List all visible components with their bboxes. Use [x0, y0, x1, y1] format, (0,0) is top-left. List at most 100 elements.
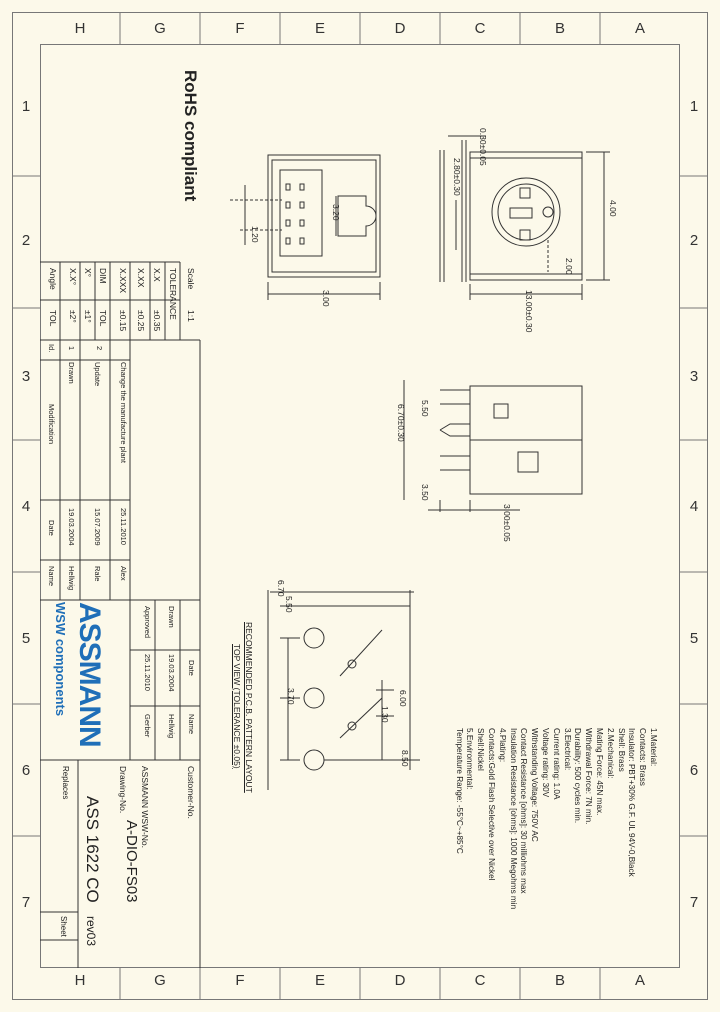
dim-label: 1.30 — [380, 706, 390, 723]
grid-col-bottom: B — [554, 972, 565, 989]
grid-row-left: 6 — [21, 762, 31, 779]
dim-label: 2.00 — [564, 258, 574, 275]
approved-label: Approved — [143, 606, 152, 639]
spec-line: 5.Environmental: — [465, 728, 475, 790]
grid-col-top: B — [554, 20, 565, 37]
tol-val: ±0.15 — [118, 310, 128, 332]
tol-key: X.XXX — [118, 268, 128, 294]
spec-line: Contacts: Brass — [638, 728, 648, 786]
tol-val: TOL — [48, 310, 58, 327]
tol-key: X° — [83, 268, 93, 278]
revision-date: 19.03.2004 — [67, 508, 76, 546]
dim-label: 1.20 — [250, 226, 260, 243]
revision-name: Hellwig — [67, 566, 76, 591]
tolerance-header: TOLERANCE — [168, 268, 178, 320]
revision-id: 1 — [67, 346, 76, 351]
dim-label: 3.00±0.05 — [502, 504, 512, 542]
grid-row-left: 2 — [21, 232, 31, 249]
drawing-no-value: ASS 1622 CO — [83, 796, 102, 903]
grid-row-left: 4 — [21, 498, 31, 515]
replaces-label: Replaces — [61, 766, 70, 800]
title-block-grid — [40, 261, 201, 968]
spec-line: Shell: Brass — [616, 728, 626, 772]
grid-col-top: C — [474, 20, 486, 37]
tol-val: ±1° — [83, 310, 93, 323]
pcb-title: RECOMMENDED P.C.B. PATTERN LAYOUT — [244, 622, 254, 793]
dim-label: 13.00±0.30 — [524, 290, 534, 333]
revision-header-name: Name — [47, 566, 56, 587]
revision-header-id: Id. — [47, 344, 56, 353]
tol-key: DIM — [98, 268, 108, 284]
drawn-label: Drawn — [167, 606, 176, 628]
grid-row-right: 4 — [689, 498, 699, 515]
spec-line: Mating Force: 45N max. — [595, 728, 605, 816]
logo-subtitle: WSW components — [53, 602, 68, 717]
dim-label: 5.50 — [284, 596, 294, 613]
drawing-no-label: Drawing-No. — [118, 766, 128, 814]
wsw-no-value: A-DIO-FS03 — [123, 820, 140, 903]
revision-header-mod: Modification — [47, 404, 56, 445]
drawn-name: Hellwig — [167, 714, 176, 739]
scale-label: Scale — [186, 268, 196, 290]
approval-name-header: Name — [187, 714, 196, 735]
revision-date: 25.11.2010 — [119, 508, 128, 545]
approved-name: Gerber — [143, 714, 152, 738]
revision-value: rev03 — [84, 916, 98, 947]
grid-col-bottom: E — [314, 972, 325, 989]
spec-line: Temperature Range: -55°C~+85°C — [454, 728, 464, 854]
tol-val: ±0.25 — [136, 310, 146, 332]
front-view — [230, 154, 381, 300]
assmann-logo: ASSMANN — [73, 602, 106, 747]
dim-label: 3.70 — [286, 688, 296, 705]
grid-col-top: F — [235, 20, 245, 37]
pcb-layout — [267, 590, 420, 790]
dim-label: 3.00 — [321, 290, 331, 307]
spec-line: Shell:Nickel — [476, 728, 486, 771]
grid-col-bottom: H — [74, 972, 86, 989]
grid-row-right: 6 — [689, 762, 699, 779]
dim-label: 0.30±0.05 — [478, 128, 488, 166]
grid-row-left: 3 — [21, 368, 31, 385]
drawn-date: 19.03.2004 — [167, 654, 176, 692]
wsw-no-label: ASSMANN WSW-No. — [140, 766, 150, 849]
spec-line: Withstanding Voltage: 750V AC — [530, 728, 540, 842]
revision-id: 2 — [95, 346, 104, 351]
tol-val: TOL — [98, 310, 108, 327]
dim-label: 6.70±0.30 — [396, 404, 406, 442]
spec-line: Insulation Resistance [ohms]: 1000 Megoh… — [508, 728, 518, 910]
tol-key: X.XX — [136, 268, 146, 288]
top-plan-view — [439, 135, 610, 300]
tol-key: X.X° — [68, 268, 78, 286]
customer-no-label: Customer-No. — [186, 766, 196, 819]
spec-line: Durability: 500 cycles min. — [573, 728, 583, 824]
spec-line: 2.Mechanical: — [605, 728, 615, 779]
spec-line: 3.Electrical: — [562, 728, 572, 771]
grid-row-right: 2 — [689, 232, 699, 249]
approval-date-header: Date — [187, 660, 196, 676]
dim-label: 4.00 — [608, 200, 618, 217]
revision-mod: Drawn — [67, 362, 76, 384]
spec-line: Contacts:Gold Flash Selective over Nicke… — [487, 728, 497, 881]
spec-line: Insulator: PBT+30% G.F. UL 94V-0,Black — [627, 728, 637, 877]
grid-row-right: 7 — [689, 894, 699, 911]
dim-label: 3.50 — [420, 484, 430, 501]
grid-col-bottom: F — [235, 972, 245, 989]
scale-value: 1:1 — [186, 310, 196, 322]
spec-list: 1.Material: Contacts: Brass Insulator: P… — [453, 728, 658, 909]
grid-col-bottom: A — [634, 972, 645, 989]
grid-row-right: 1 — [689, 98, 699, 115]
dim-label: 6.00 — [398, 690, 408, 707]
grid-row-left: 1 — [21, 98, 31, 115]
dim-label: 6.70 — [276, 580, 286, 597]
revision-date: 15.07.2009 — [93, 508, 102, 546]
dim-label: 2.80±0.30 — [452, 158, 462, 196]
dim-label: 5.50 — [420, 400, 430, 417]
grid-col-bottom: D — [394, 972, 406, 989]
grid-col-top: A — [634, 20, 645, 37]
revision-mod: Change the manufacture plant — [119, 362, 128, 463]
spec-line: Withdrawal Force: 7N min. — [584, 728, 594, 825]
approved-date: 25.11.2010 — [143, 654, 152, 691]
grid-col-bottom: G — [154, 972, 166, 989]
revision-name: Rale — [93, 566, 102, 582]
